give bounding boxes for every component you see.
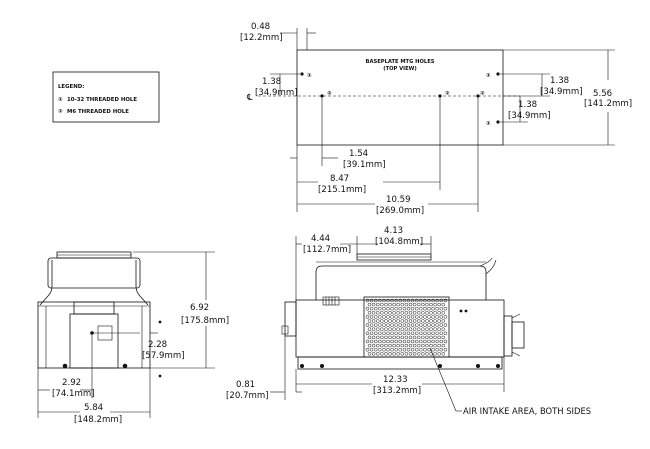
hole-label-3: ② xyxy=(445,90,450,97)
dim-1233-mm: [313.2mm] xyxy=(373,386,421,396)
dim-1233-in: 12.33 xyxy=(383,375,408,385)
dim-692-mm: [175.8mm] xyxy=(181,316,229,326)
dim-228-mm: [57.9mm] xyxy=(142,351,185,361)
dim-692-in: 6.92 xyxy=(190,303,209,313)
legend-marker-1: ① xyxy=(58,97,63,103)
dim-081-mm: [20.7mm] xyxy=(226,391,269,401)
dim-292-mm: [74.1mm] xyxy=(52,389,95,399)
dim-081-in: 0.81 xyxy=(236,380,255,390)
dim-556-mm: [141.2mm] xyxy=(584,99,632,109)
dim-584-mm: [148.2mm] xyxy=(74,415,122,425)
dim-048-in: 0.48 xyxy=(251,22,270,32)
front-view: 6.92 [175.8mm] 2.28 [57.9mm] 2.92 [74.1m… xyxy=(37,251,229,425)
dim-138-rt-mm: [34.9mm] xyxy=(540,87,583,97)
hole-label-1: ① xyxy=(307,73,312,79)
hole-label-6: ① xyxy=(486,121,491,127)
baseplate-outline xyxy=(296,49,504,146)
top-view-subtitle: (TOP VIEW) xyxy=(383,66,417,72)
grille-holes xyxy=(365,298,448,356)
dim-584-in: 5.84 xyxy=(84,403,103,413)
dim-847-mm: [215.1mm] xyxy=(318,185,366,195)
dim-138-rt-in: 1.38 xyxy=(550,76,569,86)
dim-1059-mm: [269.0mm] xyxy=(376,206,424,216)
hole-label-5: ① xyxy=(486,73,491,79)
dim-444-in: 4.44 xyxy=(311,234,330,244)
legend-marker-2: ② xyxy=(58,108,63,115)
dim-413-in: 4.13 xyxy=(384,226,403,236)
dim-556-in: 5.56 xyxy=(593,89,612,99)
dim-154-in: 1.54 xyxy=(349,149,368,159)
dim-444-mm: [112.7mm] xyxy=(303,245,351,255)
hole-label-4: ② xyxy=(480,90,485,97)
legend-box: LEGEND: ① 10-32 THREADED HOLE ② M6 THREA… xyxy=(52,71,160,123)
dim-138-rb-mm: [34.9mm] xyxy=(508,111,551,121)
air-intake-callout: AIR INTAKE AREA, BOTH SIDES xyxy=(463,406,591,416)
legend-text-1: 10-32 THREADED HOLE xyxy=(67,97,137,103)
dim-292-in: 2.92 xyxy=(62,378,81,388)
dim-138-left-in: 1.38 xyxy=(262,77,281,87)
dim-413-mm: [104.8mm] xyxy=(375,237,423,247)
legend-title: LEGEND: xyxy=(58,84,84,90)
dim-138-rb-in: 1.38 xyxy=(518,100,537,110)
top-view-title: BASEPLATE MTG HOLES xyxy=(366,59,435,65)
hole-label-2: ② xyxy=(327,90,332,97)
legend-text-2: M6 THREADED HOLE xyxy=(67,109,129,115)
dim-154-mm: [39.1mm] xyxy=(343,160,386,170)
dim-847-in: 8.47 xyxy=(330,174,349,184)
top-view: BASEPLATE MTG HOLES (TOP VIEW) ℄ ① ② ② ②… xyxy=(240,22,632,216)
centerline-symbol: ℄ xyxy=(246,93,253,103)
dim-1059-in: 10.59 xyxy=(386,195,411,205)
side-view: 4.44 [112.7mm] 4.13 [104.8mm] 0.81 [20.7… xyxy=(226,226,591,416)
dim-048-mm: [12.2mm] xyxy=(240,33,283,43)
dim-228-in: 2.28 xyxy=(148,340,167,350)
dim-138-left-mm: [34.9mm] xyxy=(255,88,298,98)
